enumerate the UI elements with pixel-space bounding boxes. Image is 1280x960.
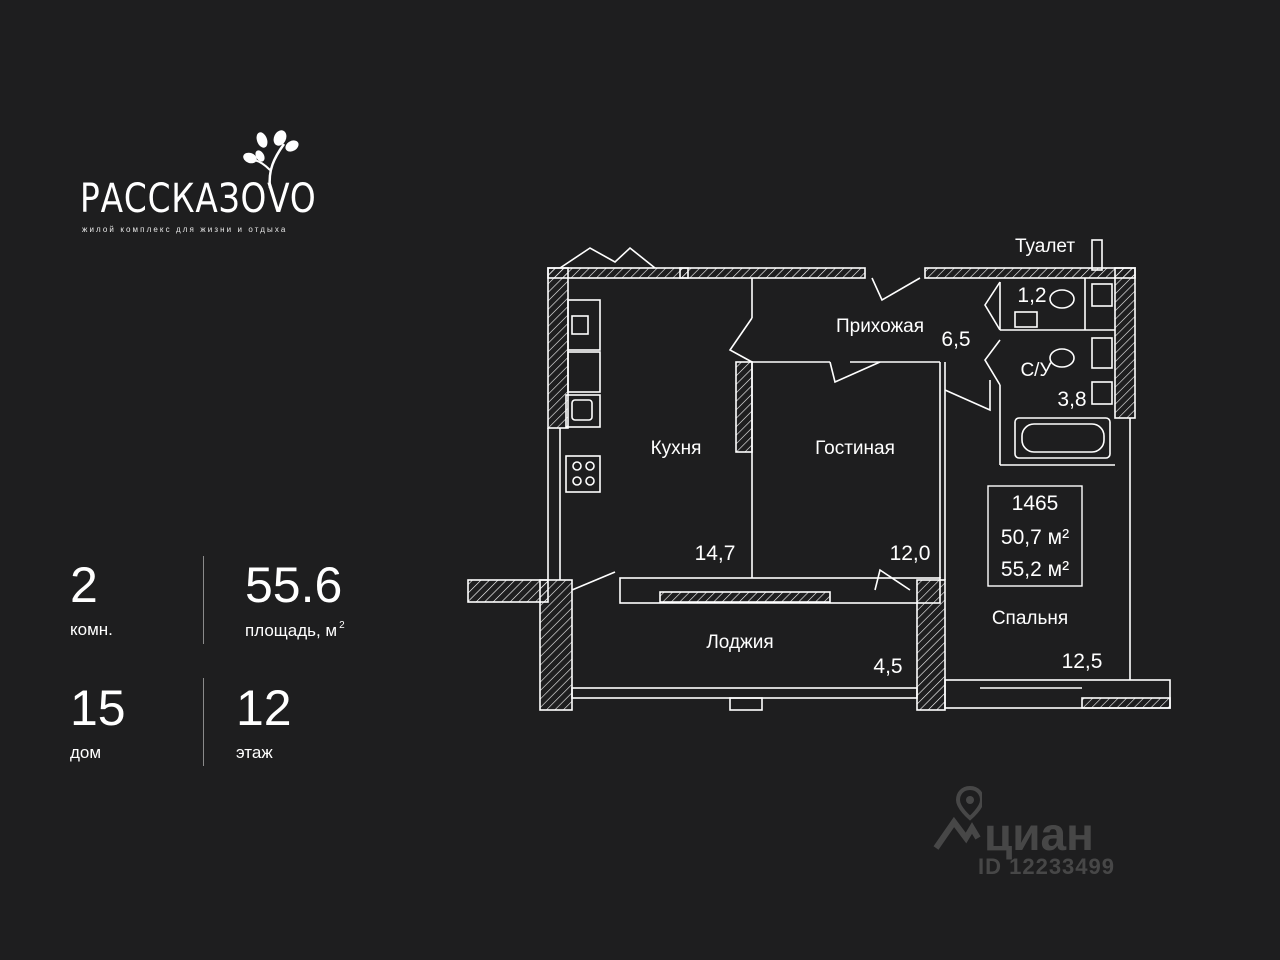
rooms-label: комн. <box>70 620 113 639</box>
room-name-toilet: Туалет <box>1015 236 1075 257</box>
floor-label: этаж <box>236 743 273 762</box>
room-name-bathroom: С/У <box>1020 360 1052 381</box>
logo: РАССКАЗОVO жилой комплекс для жизни и от… <box>80 130 340 240</box>
apartment-living-area: 50,7 м² <box>1001 526 1069 549</box>
room-name-bedroom: Спальня <box>992 608 1068 629</box>
room-name-hallway: Прихожая <box>836 316 924 337</box>
logo-tagline: жилой комплекс для жизни и отдыха <box>82 225 288 234</box>
room-name-kitchen: Кухня <box>651 438 702 459</box>
room-area-bathroom: 3,8 <box>1057 388 1086 411</box>
apartment-total-area: 55,2 м² <box>1001 558 1069 581</box>
room-area-hallway: 6,5 <box>941 328 970 351</box>
room-area-bedroom: 12,5 <box>1062 650 1103 673</box>
cian-watermark: циан ID 12233499 <box>932 782 1172 882</box>
location-pin-icon <box>933 785 982 850</box>
stat-floor: 12 этаж <box>236 683 292 763</box>
apartment-number: 1465 <box>1012 492 1059 515</box>
apartment-box <box>987 485 1083 587</box>
walls <box>467 239 1171 711</box>
stat-divider <box>203 556 204 644</box>
building-value: 15 <box>70 680 126 736</box>
room-area-kitchen: 14,7 <box>695 542 736 565</box>
room-area-loggia: 4,5 <box>873 655 902 678</box>
room-name-loggia: Лоджия <box>706 632 773 653</box>
room-area-living: 12,0 <box>890 542 931 565</box>
stat-rooms: 2 комн. <box>70 560 113 640</box>
area-value: 55.6 <box>245 557 343 613</box>
room-area-toilet: 1,2 <box>1017 284 1046 307</box>
room-name-living: Гостиная <box>815 438 895 459</box>
rooms-value: 2 <box>70 557 98 613</box>
building-label: дом <box>70 743 102 762</box>
stat-building: 15 дом <box>70 683 126 763</box>
logo-name: РАССКАЗОVO <box>80 176 317 222</box>
stat-divider <box>203 678 204 766</box>
tree-leaves-icon <box>243 130 299 189</box>
floor-value: 12 <box>236 680 292 736</box>
watermark-brand: циан <box>984 808 1094 860</box>
watermark-id: ID 12233499 <box>978 854 1115 879</box>
